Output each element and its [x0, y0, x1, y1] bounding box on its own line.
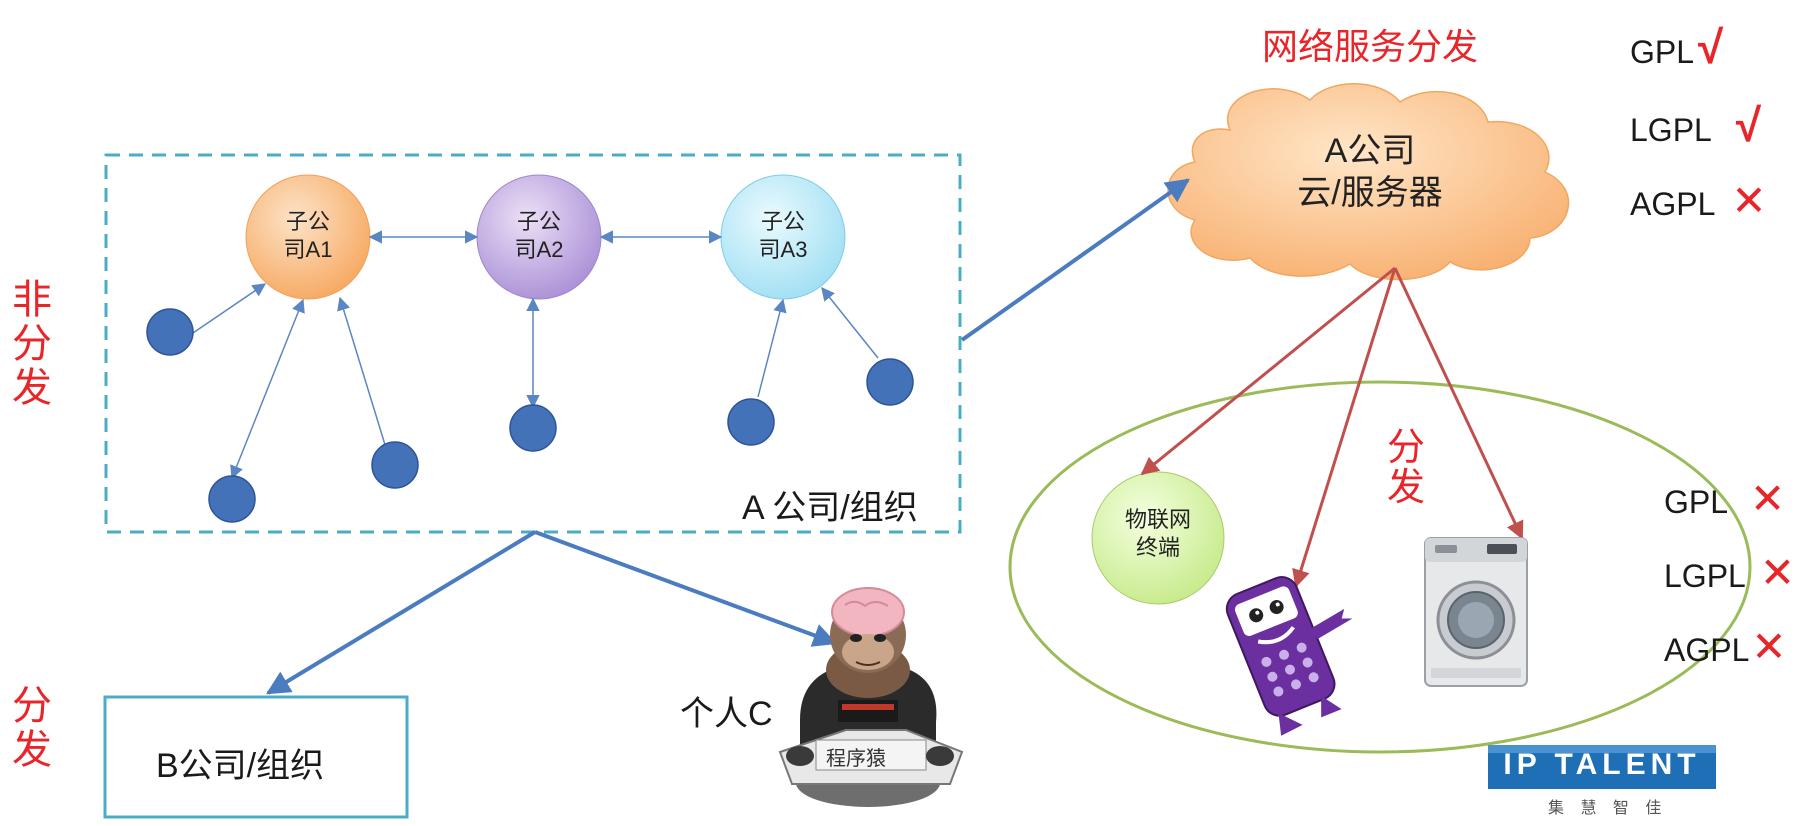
link-leaf2-a1 — [230, 298, 305, 480]
washing-machine-icon — [1424, 537, 1528, 687]
cross-icon: ✕ — [1759, 549, 1796, 596]
person-c-label: 个人C — [680, 695, 773, 733]
license-row: AGPL✕ — [1664, 622, 1787, 671]
license-row: AGPL ✕ — [1630, 176, 1767, 225]
license-name: LGPL — [1630, 112, 1712, 148]
iot-line-1: 物联网 — [1124, 507, 1191, 532]
arrow-to-person-c — [534, 530, 838, 647]
network-service-distribution-label: 网络服务分发 — [1262, 26, 1479, 67]
leaf-node — [371, 441, 419, 489]
arrow-to-cloud — [960, 178, 1190, 342]
license-name: GPL — [1664, 484, 1729, 520]
leaf-node — [208, 475, 256, 523]
license-name: GPL — [1630, 34, 1695, 70]
company-b-box — [103, 695, 409, 819]
sub-company-a3-label: 子公 司A3 — [733, 208, 833, 264]
sub-a2-line-1: 子公 — [516, 209, 561, 234]
link-leaf6-a3 — [821, 286, 879, 359]
cloud-line-1: A公司 — [1324, 132, 1416, 170]
cloud-line-2: 云/服务器 — [1297, 174, 1443, 212]
ip-talent-logo — [1488, 745, 1716, 789]
iot-line-2: 终端 — [1135, 535, 1180, 560]
distribution-label-mid: 分发 — [1384, 428, 1428, 508]
distribution-label-left: 分发 — [10, 684, 54, 772]
license-name: AGPL — [1664, 632, 1750, 668]
arrow-cloud-to-phone — [1292, 267, 1397, 588]
sub-a3-line-2: 司A3 — [758, 237, 808, 262]
link-leaf3-a1 — [337, 296, 387, 449]
company-a-org-label: A 公司/组织 — [742, 489, 918, 527]
phone-character-icon — [1225, 576, 1353, 736]
license-row: GPL√ — [1630, 20, 1723, 74]
cloud-shape — [1167, 83, 1570, 281]
license-row: LGPL √ — [1630, 98, 1761, 152]
license-name: AGPL — [1630, 186, 1716, 222]
cross-icon: ✕ — [1751, 623, 1787, 670]
sub-a2-line-2: 司A2 — [514, 237, 564, 262]
programmer-monkey-icon — [778, 587, 964, 807]
check-icon: √ — [1735, 99, 1762, 151]
arrow-cloud-to-washer — [1393, 267, 1524, 540]
cross-icon: ✕ — [1731, 177, 1767, 224]
sub-a3-line-1: 子公 — [760, 209, 805, 234]
cloud-server-label: A公司 云/服务器 — [1240, 130, 1500, 214]
arrow-to-company-b — [265, 530, 537, 695]
link-leaf5-a3 — [757, 298, 787, 398]
sub-a1-line-2: 司A1 — [283, 237, 333, 262]
sub-company-a1-label: 子公 司A1 — [258, 208, 358, 264]
logo-subtitle: 集 慧 智 佳 — [1548, 800, 1668, 817]
leaf-node — [727, 398, 775, 446]
link-leaf1-a1 — [189, 283, 267, 336]
distribution-ellipse — [1008, 380, 1752, 754]
cross-icon: ✕ — [1750, 475, 1786, 522]
leaf-node — [509, 404, 557, 452]
license-row: LGPL ✕ — [1664, 548, 1795, 597]
sub-a1-line-1: 子公 — [285, 209, 330, 234]
license-row: GPL ✕ — [1664, 474, 1785, 523]
leaf-node — [146, 308, 194, 356]
non-distribution-label: 非分发 — [10, 278, 54, 410]
arrow-cloud-to-iot — [1140, 266, 1396, 476]
check-icon: √ — [1698, 21, 1724, 73]
leaf-node — [866, 358, 914, 406]
company-b-org-label: B公司/组织 — [156, 747, 325, 785]
distribution-left-text: 分发 — [12, 684, 52, 772]
sub-company-a2-label: 子公 司A2 — [489, 208, 589, 264]
non-distribution-text: 非分发 — [12, 278, 52, 410]
logo-text: IP TALENT — [1503, 748, 1701, 781]
distribution-mid-text: 分发 — [1386, 427, 1425, 509]
monkey-sign-text: 程序猿 — [826, 746, 886, 770]
license-name: LGPL — [1664, 558, 1746, 594]
iot-terminal-label: 物联网 终端 — [1098, 506, 1218, 562]
